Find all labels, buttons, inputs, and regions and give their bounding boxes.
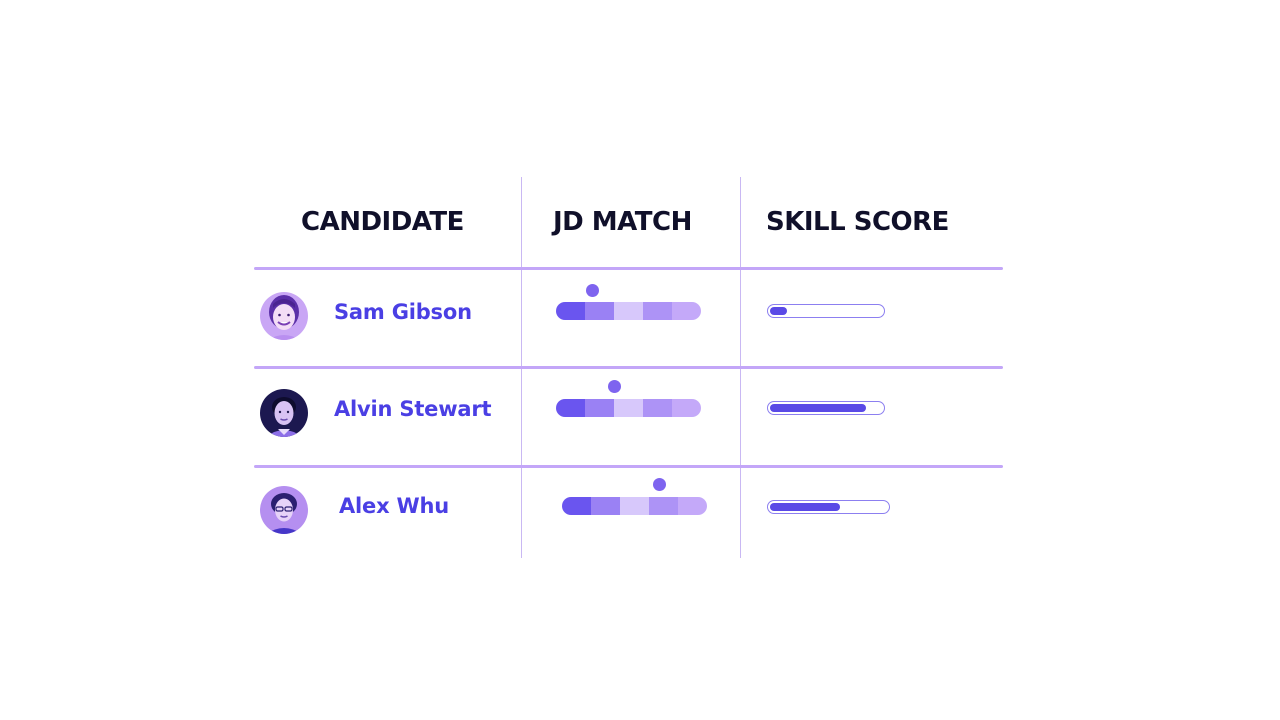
header-candidate: CANDIDATE <box>301 207 464 237</box>
skill-score-fill <box>770 404 867 412</box>
header-jd-match: JD MATCH <box>553 207 692 237</box>
table-row[interactable]: Alvin Stewart <box>254 369 1003 465</box>
candidate-name[interactable]: Alvin Stewart <box>334 397 492 421</box>
jd-match-bar <box>562 497 707 515</box>
avatar-alvin-stewart <box>260 389 308 437</box>
avatar-sam-gibson <box>260 292 308 340</box>
jd-match-bar <box>556 302 701 320</box>
jd-match-marker <box>652 478 666 491</box>
row-divider-header <box>254 267 1003 270</box>
table-row[interactable]: Sam Gibson <box>254 270 1003 366</box>
jd-match-marker <box>607 380 621 393</box>
table-row[interactable]: Alex Whu <box>254 468 1003 564</box>
candidate-name[interactable]: Sam Gibson <box>334 300 472 324</box>
skill-score-track <box>767 304 885 318</box>
skill-score-fill <box>770 307 787 315</box>
row-divider-1 <box>254 366 1003 369</box>
skill-score-track <box>767 500 890 514</box>
header-skill-score: SKILL SCORE <box>766 207 949 237</box>
avatar-alex-whu <box>260 486 308 534</box>
candidate-name[interactable]: Alex Whu <box>339 494 450 518</box>
skill-score-track <box>767 401 885 415</box>
skill-score-fill <box>770 503 841 511</box>
jd-match-marker <box>585 284 599 297</box>
row-divider-2 <box>254 465 1003 468</box>
candidate-table: CANDIDATE JD MATCH SKILL SCORE Sam Gibso… <box>254 177 1003 558</box>
jd-match-bar <box>556 399 701 417</box>
